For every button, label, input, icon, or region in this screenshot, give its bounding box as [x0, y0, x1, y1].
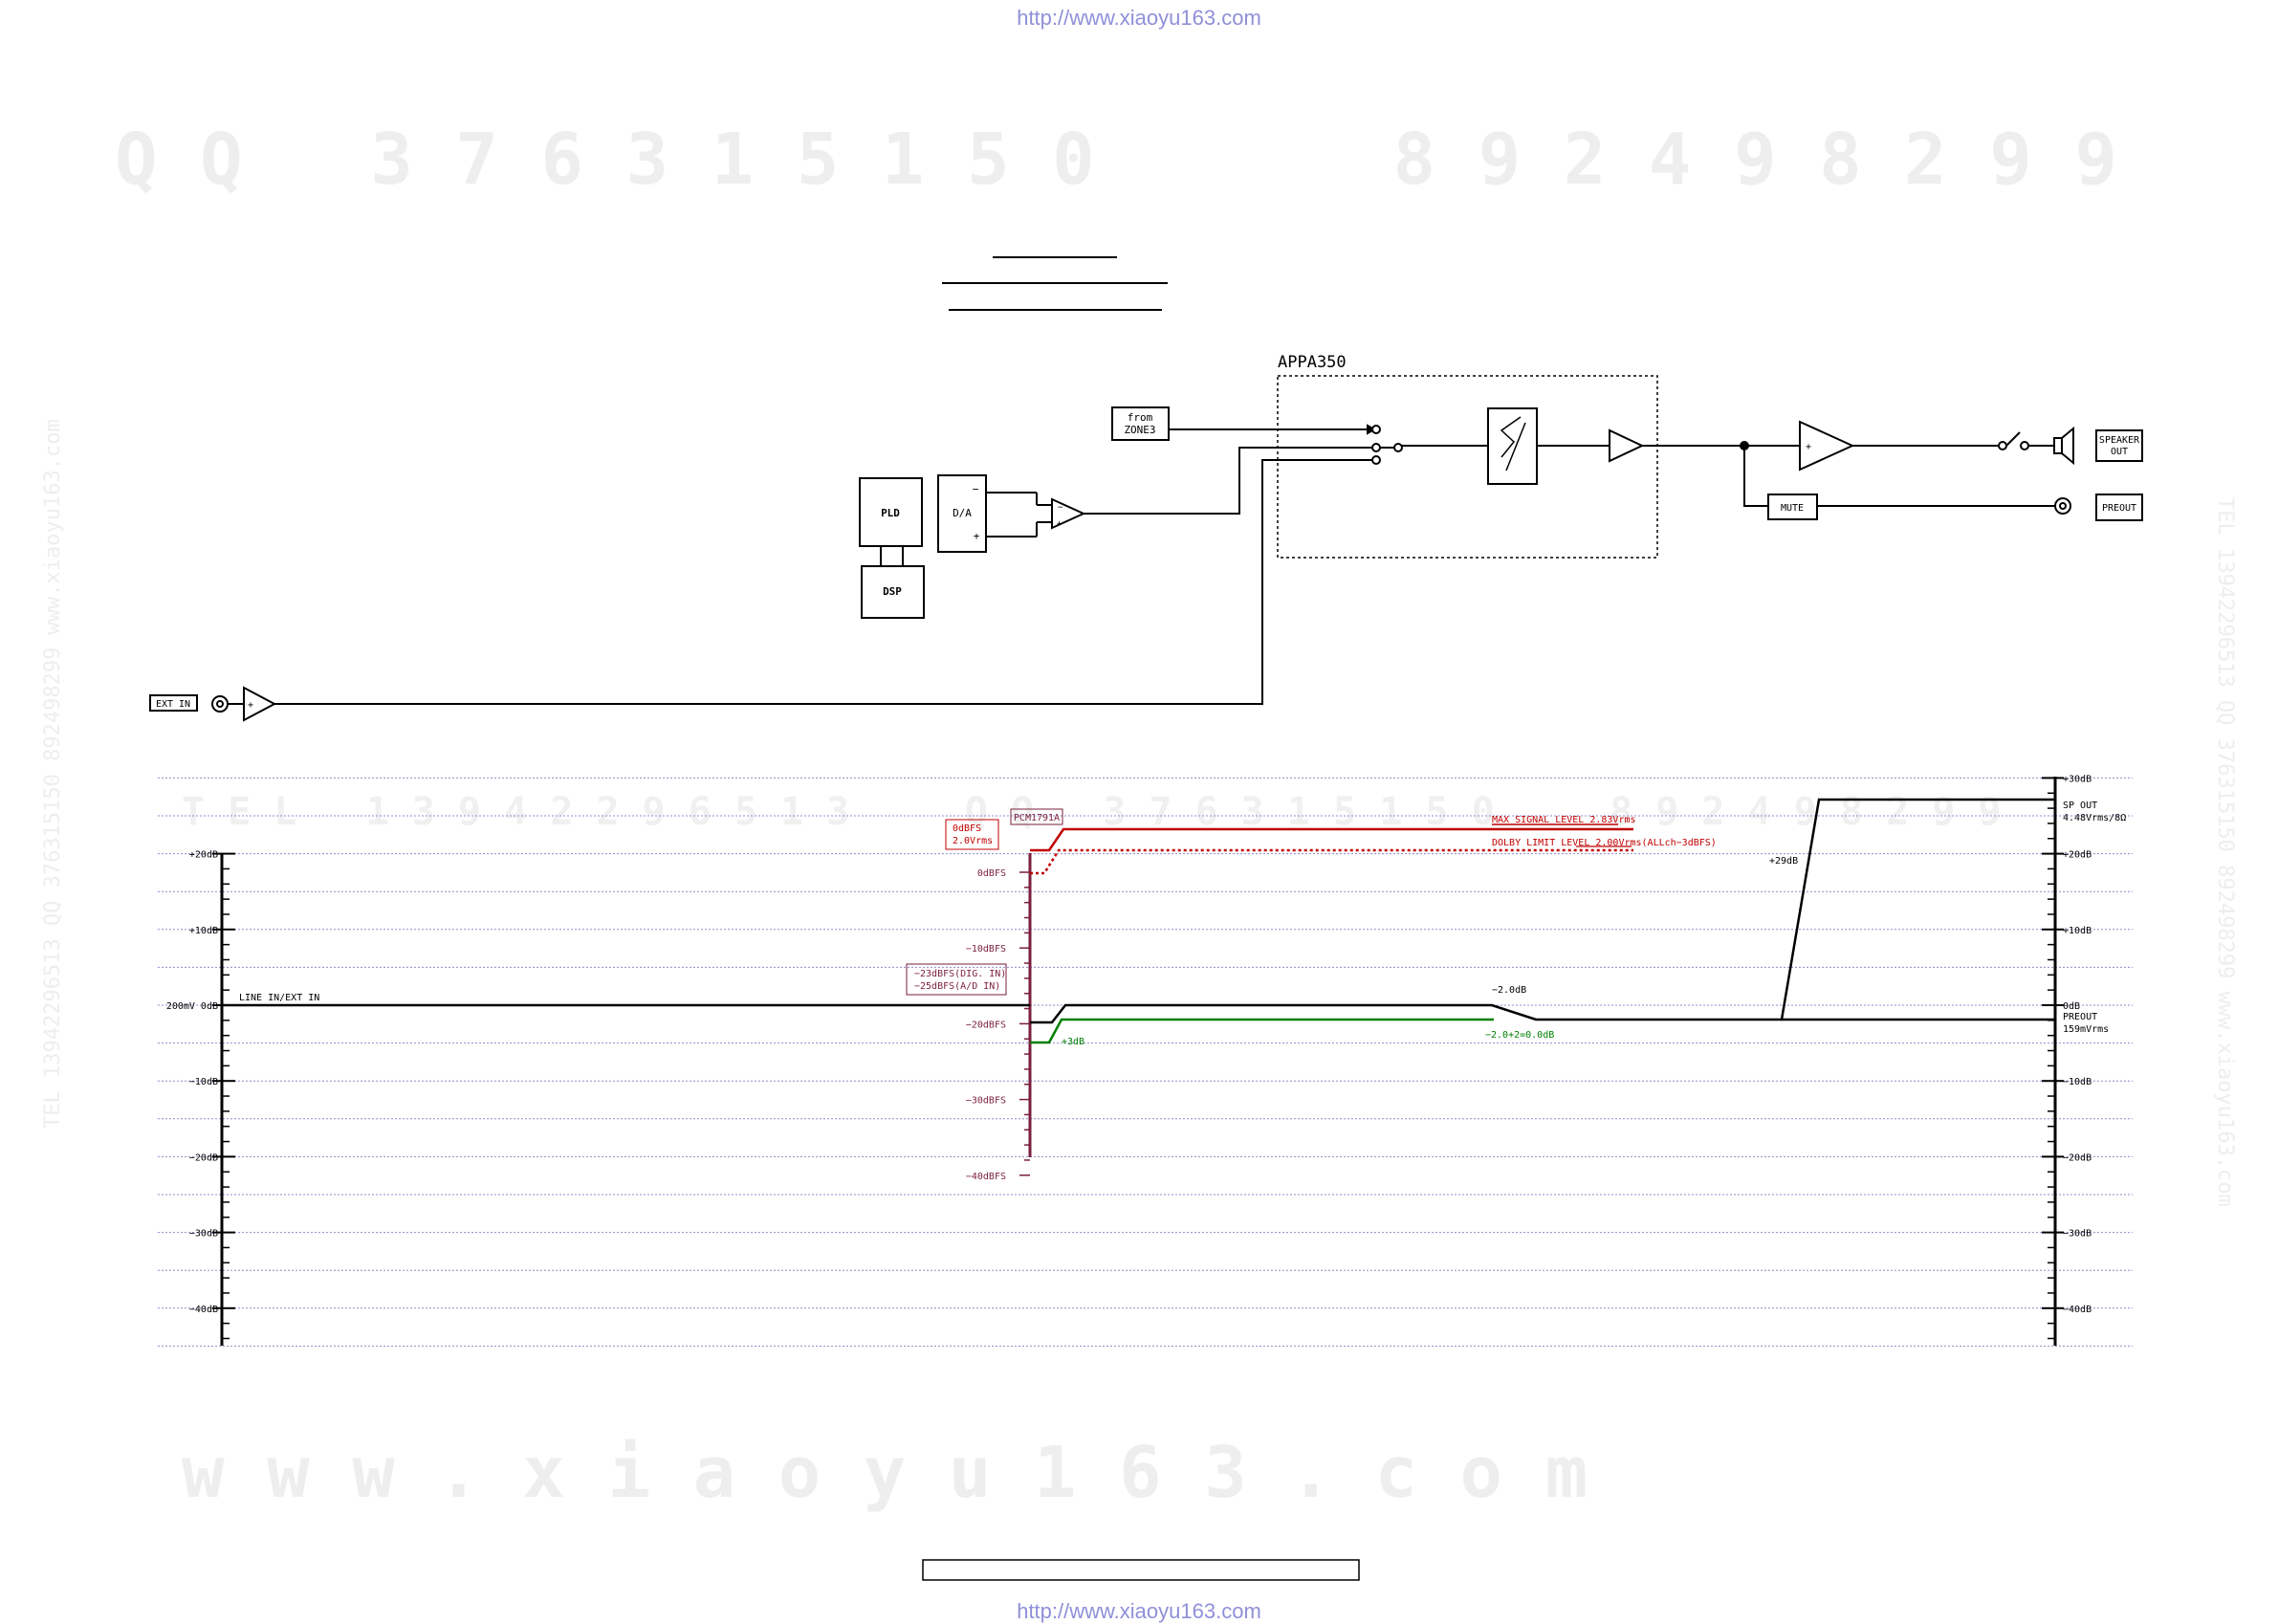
- ad-in-trace: [1030, 1018, 1494, 1044]
- watermark-www: w w w . x i a o y u 1 6 3 . c o m: [182, 1432, 1588, 1514]
- dolby-limit-label: DOLBY LIMIT LEVEL 2.00Vrms(ALLch−3dBFS): [1492, 838, 1717, 848]
- speaker-out-box: [2095, 429, 2143, 462]
- from-zone3-label-2: ZONE3: [1124, 424, 1155, 436]
- dbfs-tick-label: −20dBFS: [966, 1020, 1006, 1030]
- line-in-label: LINE IN/EXT IN: [239, 993, 319, 1003]
- da-plus-label: +: [974, 530, 980, 542]
- left-tick-label: +10dB: [189, 926, 218, 936]
- dig-in-box: [906, 963, 1007, 996]
- volume-control-box: [1487, 407, 1538, 485]
- appa350-label: APPA350: [1278, 353, 1347, 372]
- sp-out-label-1: SP OUT: [2063, 801, 2097, 811]
- watermark-tel: T E L 1 3 9 4 2 2 9 6 5 1 3 Q Q 3 7 6 3 …: [182, 790, 2001, 834]
- speaker-out-label-2: OUT: [2111, 447, 2128, 457]
- left-tick-label: 200mV 0dB: [166, 1001, 218, 1012]
- dsp-box: [861, 565, 925, 619]
- pcm-box: [1010, 808, 1063, 825]
- power-amp-icon: [1799, 420, 1855, 472]
- ext-in-label: EXT IN: [156, 699, 190, 710]
- odbfs-label-1: 0dBFS: [953, 823, 981, 834]
- minus2db-label: −2.0dB: [1492, 985, 1526, 996]
- dig-in-label-1: −23dBFS(DIG. IN): [914, 969, 1006, 979]
- plus3db-label: +3dB: [1062, 1037, 1084, 1047]
- green-note-label: −2.0+2=0.0dB: [1485, 1030, 1554, 1041]
- level-grid: [158, 777, 2133, 1347]
- preout-jack-icon: [2054, 497, 2071, 515]
- pcm-label: PCM1791A: [1014, 813, 1060, 823]
- pld-label: PLD: [881, 507, 900, 519]
- block-diagram: [149, 375, 2143, 722]
- preout-label: PREOUT: [2102, 503, 2136, 514]
- level-traces: [222, 798, 2055, 1044]
- buffer-plus-label: +: [1057, 519, 1062, 529]
- right-tick-label: +20dB: [2063, 850, 2092, 861]
- right-tick-label: +10dB: [2063, 926, 2092, 936]
- left-scale: +20dB +10dB 200mV 0dB −10dB −20dB −30dB −40dB: [166, 850, 235, 1340]
- dbfs-scale: 0dBFS −10dBFS −20dBFS −30dBFS −40dBFS: [966, 868, 1030, 1182]
- da-minus-label: −: [973, 483, 979, 495]
- ext-in-amp-icon: [243, 686, 277, 722]
- right-tick-label: +30dB: [2063, 774, 2092, 784]
- right-scale: +30dB +20dB +10dB 0dB −10dB −20dB −30dB −40dB: [2042, 774, 2092, 1340]
- watermark-side-left: TEL 13942296513 QQ 376315150 892498299 w…: [41, 419, 65, 1129]
- sp-out-label-2: 4.48Vrms/8Ω: [2063, 813, 2126, 823]
- right-tick-label: −20dB: [2063, 1152, 2092, 1163]
- left-tick-label: −40dB: [189, 1305, 218, 1315]
- title-block-frame: [922, 1559, 1360, 1581]
- from-zone3-box: [1111, 406, 1170, 441]
- left-tick-label: −10dB: [189, 1077, 218, 1087]
- dolby-limit-trace: [1030, 848, 1633, 875]
- ext-in-jack-icon: [211, 695, 229, 713]
- left-tick-label: +20dB: [189, 850, 218, 861]
- speaker-icon: [2053, 437, 2063, 454]
- buffer-amp-icon: [1051, 497, 1086, 530]
- preout-level-label-1: PREOUT: [2063, 1012, 2097, 1022]
- mute-label: MUTE: [1781, 503, 1804, 514]
- watermark-qq: Q Q 3 7 6 3 1 5 1 5 0 8 9 2 4 9 8 2 9 9: [115, 119, 2117, 201]
- watermark-side-right: TEL 13942296513 QQ 376315150 892498299 w…: [2213, 497, 2237, 1207]
- da-label: D/A: [953, 507, 972, 519]
- appa350-box: [1277, 375, 1658, 559]
- ext-in-box: [149, 694, 198, 712]
- dig-in-label-2: −25dBFS(A/D IN): [914, 981, 1000, 992]
- dsp-label: DSP: [883, 585, 902, 598]
- preout-level-label-2: 159mVrms: [2063, 1024, 2109, 1035]
- dbfs-tick-label: −10dBFS: [966, 944, 1006, 955]
- dbfs-tick-label: 0dBFS: [977, 868, 1006, 879]
- pld-box: [859, 477, 923, 547]
- left-tick-label: −20dB: [189, 1152, 218, 1163]
- watermark-url-top: http://www.xiaoyu163.com: [1017, 6, 1261, 30]
- odbfs-label-2: 2.0Vrms: [953, 836, 993, 846]
- plus29-label: +29dB: [1769, 856, 1798, 867]
- buffer-minus-label: −: [1058, 503, 1063, 513]
- digital-trace: [1030, 798, 2055, 1024]
- title-lines: [942, 256, 1168, 311]
- ext-in-amp-plus-label: +: [248, 700, 253, 711]
- dbfs-tick-label: −40dBFS: [966, 1172, 1006, 1182]
- right-tick-label: 0dB: [2063, 1001, 2080, 1012]
- right-tick-label: −10dB: [2063, 1077, 2092, 1087]
- max-signal-label: MAX SIGNAL LEVEL 2.83Vrms: [1492, 815, 1636, 825]
- right-tick-label: −40dB: [2063, 1305, 2092, 1315]
- preout-box: [2095, 494, 2143, 521]
- left-tick-label: −30dB: [189, 1229, 218, 1240]
- max-signal-trace: [1030, 827, 1633, 852]
- amp-icon: [1609, 428, 1645, 463]
- odbfs-box: [945, 819, 999, 850]
- dbfs-tick-label: −30dBFS: [966, 1096, 1006, 1107]
- right-tick-label: −30dB: [2063, 1229, 2092, 1240]
- da-box: [937, 474, 987, 553]
- from-zone3-label-1: from: [1128, 411, 1153, 424]
- speaker-out-label-1: SPEAKER: [2099, 435, 2140, 446]
- power-amp-plus-label: +: [1806, 442, 1811, 452]
